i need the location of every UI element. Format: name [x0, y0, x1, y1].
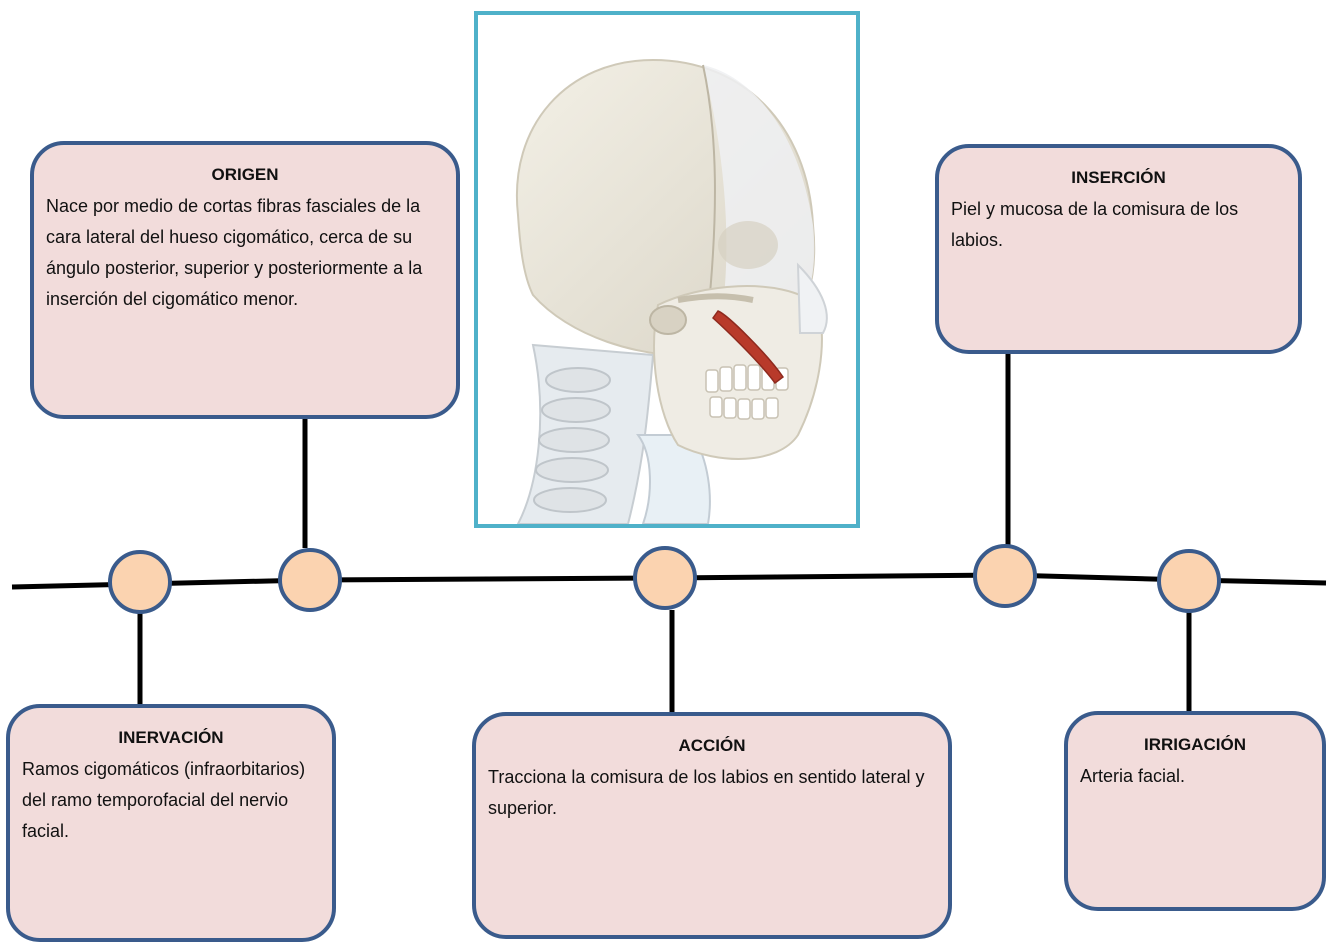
insercion-title: INSERCIÓN — [951, 168, 1286, 188]
irrigacion-text: Arteria facial. — [1080, 761, 1310, 792]
origen-box: ORIGEN Nace por medio de cortas fibras f… — [30, 141, 460, 419]
inervacion-box: INERVACIÓN Ramos cigomáticos (infraorbit… — [6, 704, 336, 942]
origen-title: ORIGEN — [46, 165, 444, 185]
accion-box: ACCIÓN Tracciona la comisura de los labi… — [472, 712, 952, 939]
skull-image-frame — [474, 11, 860, 528]
timeline-node-inervacion — [108, 550, 172, 614]
skull-with-muscle-illustration-icon — [478, 15, 856, 524]
timeline-node-insercion — [973, 544, 1037, 608]
insercion-box: INSERCIÓN Piel y mucosa de la comisura d… — [935, 144, 1302, 354]
origen-text: Nace por medio de cortas fibras fasciale… — [46, 191, 444, 315]
timeline-node-accion — [633, 546, 697, 610]
timeline-node-origen — [278, 548, 342, 612]
inervacion-text: Ramos cigomáticos (infraorbitarios) del … — [22, 754, 320, 847]
inervacion-title: INERVACIÓN — [22, 728, 320, 748]
irrigacion-title: IRRIGACIÓN — [1080, 735, 1310, 755]
irrigacion-box: IRRIGACIÓN Arteria facial. — [1064, 711, 1326, 911]
accion-title: ACCIÓN — [488, 736, 936, 756]
insercion-text: Piel y mucosa de la comisura de los labi… — [951, 194, 1286, 256]
timeline-node-irrigacion — [1157, 549, 1221, 613]
accion-text: Tracciona la comisura de los labios en s… — [488, 762, 936, 824]
